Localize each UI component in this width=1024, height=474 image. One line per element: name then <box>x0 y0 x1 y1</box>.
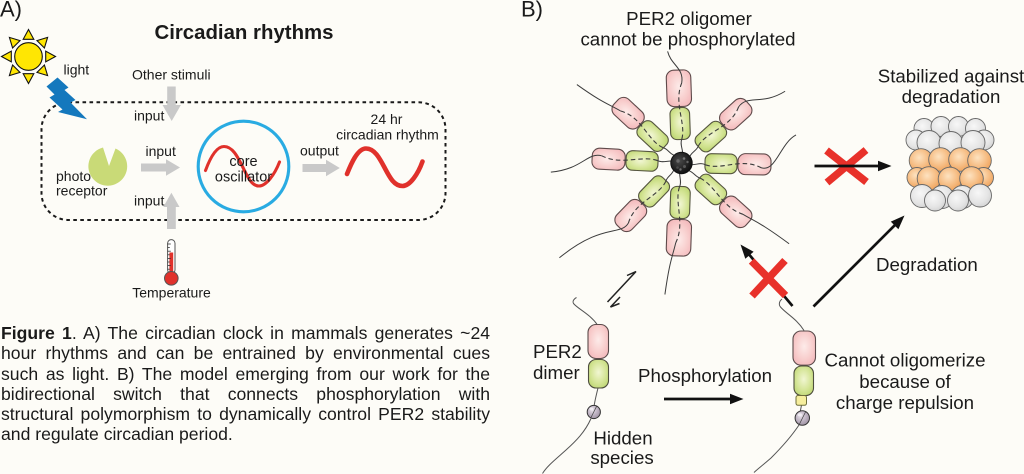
svg-text:species: species <box>590 447 653 468</box>
svg-text:PER2: PER2 <box>533 341 582 362</box>
svg-text:B): B) <box>521 0 543 21</box>
svg-text:Circadian rhythms: Circadian rhythms <box>154 22 333 44</box>
svg-text:24 hr: 24 hr <box>371 111 403 127</box>
svg-text:input: input <box>134 193 164 209</box>
svg-text:photo: photo <box>56 168 91 184</box>
svg-text:PER2 oligomer: PER2 oligomer <box>626 8 752 29</box>
svg-text:dimer: dimer <box>533 362 580 383</box>
svg-text:input: input <box>134 108 164 124</box>
svg-text:light: light <box>64 62 90 78</box>
svg-text:oscillator: oscillator <box>215 170 272 186</box>
svg-text:because of: because of <box>859 371 951 392</box>
svg-text:charge repulsion: charge repulsion <box>836 392 974 413</box>
svg-text:Cannot oligomerize: Cannot oligomerize <box>824 350 985 371</box>
svg-text:circadian rhythm: circadian rhythm <box>336 127 439 143</box>
svg-text:Stabilized against: Stabilized against <box>878 66 1024 87</box>
svg-text:Temperature: Temperature <box>132 285 211 301</box>
svg-text:receptor: receptor <box>56 183 108 199</box>
svg-text:cannot be phosphorylated: cannot be phosphorylated <box>580 29 795 50</box>
svg-text:degradation: degradation <box>902 86 1001 107</box>
svg-text:input: input <box>146 143 176 159</box>
svg-text:Degradation: Degradation <box>876 254 978 275</box>
svg-text:Other stimuli: Other stimuli <box>132 67 211 83</box>
svg-text:Hidden: Hidden <box>593 428 652 449</box>
svg-text:Phosphorylation: Phosphorylation <box>638 365 772 386</box>
svg-text:core: core <box>229 154 257 170</box>
svg-text:output: output <box>300 143 339 159</box>
svg-text:A): A) <box>0 0 22 21</box>
